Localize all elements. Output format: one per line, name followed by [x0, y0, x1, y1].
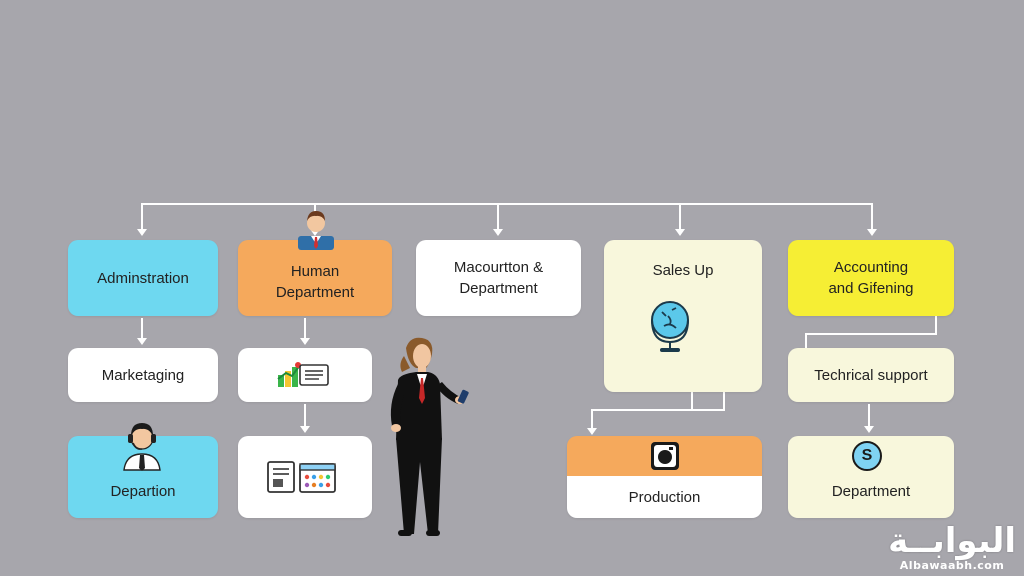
department-bottom-label: Department	[831, 483, 911, 500]
camera-icon	[651, 442, 679, 470]
administration-box: Adminstration	[68, 240, 218, 316]
headset-operator-icon	[123, 423, 161, 471]
marketaging-box: Marketaging	[68, 348, 218, 402]
watermark-arabic: البوابــة	[888, 521, 1016, 561]
departion-box: Departion	[68, 436, 218, 518]
watermark-logo: البوابــة Albawaabh.com	[888, 523, 1016, 572]
accounting-label: Accounting and Gifening	[828, 259, 914, 297]
technical-support-label: Techrical support	[814, 366, 928, 384]
technical-support-box: Techrical support	[788, 348, 954, 402]
production-label: Production	[628, 488, 701, 506]
departion-label: Departion	[110, 483, 176, 500]
macourtion-department-label: Macourtton & Department	[453, 259, 544, 297]
human-department-box: Human Department	[238, 240, 392, 316]
human-department-label: Human Department	[275, 263, 355, 301]
businesswoman-figure	[390, 337, 469, 536]
dollar-coin-icon: S	[852, 441, 882, 471]
accounting-box: Accounting and Gifening	[788, 240, 954, 316]
globe-icon	[651, 301, 689, 352]
production-body: Production	[567, 476, 762, 518]
administration-label: Adminstration	[97, 269, 189, 287]
marketaging-label: Marketaging	[101, 366, 185, 384]
calendar-icon	[267, 461, 336, 493]
macourtion-department-box: Macourtton & Department	[416, 240, 581, 316]
businessman-avatar-icon	[298, 211, 334, 250]
watermark-latin: Albawaabh.com	[899, 559, 1005, 572]
sales-up-label: Sales Up	[652, 262, 714, 279]
department-bottom-box: Department	[788, 436, 954, 518]
growth-chart-card-icon	[277, 362, 329, 387]
dollar-glyph: S	[861, 447, 873, 464]
